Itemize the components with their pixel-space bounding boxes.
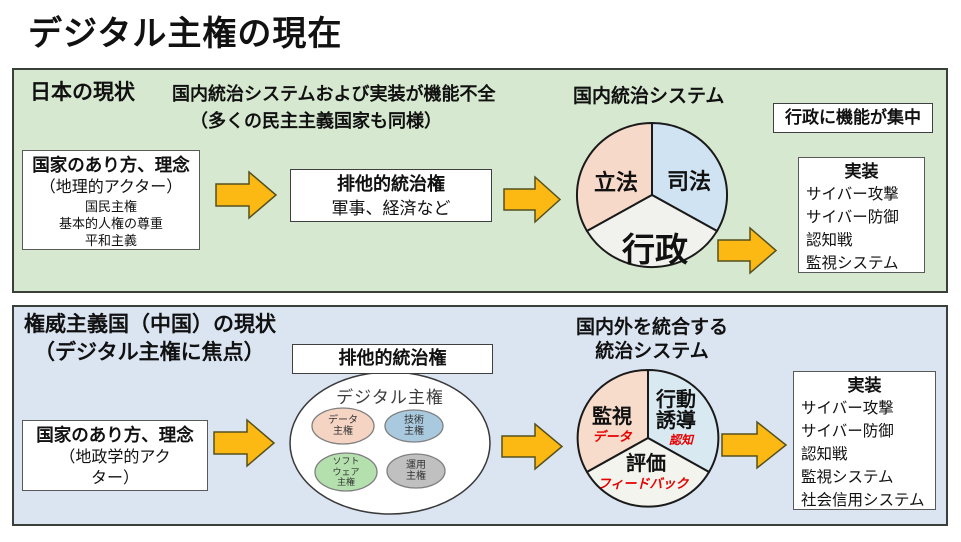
china-pie-sublabel-data: データ xyxy=(592,429,632,444)
china-pie-title-line1: 国内外を統合する xyxy=(575,317,729,338)
japan-subtitle-line2: （多くの民主主義国家も同様） xyxy=(190,111,442,131)
page-title: デジタル主権の現在 xyxy=(28,14,343,54)
operation-sovereignty-label: 運用 主権 xyxy=(406,460,426,482)
flow-arrow-icon xyxy=(721,420,788,470)
china-ideals-box: 国家のあり方、理念 （地政学的アク ター） xyxy=(22,420,208,491)
china-impl-item: 認知戦 xyxy=(801,446,848,463)
japan-impl-item: 監視システム xyxy=(806,255,899,272)
china-heading: 権威主義国（中国）の現状 xyxy=(24,313,276,336)
japan-pie-slice-executive xyxy=(585,193,719,269)
china-pie-title-line2: 統治システム xyxy=(595,341,709,362)
software-sovereignty-bubble xyxy=(314,452,378,492)
japan-ideals-item: 平和主義 xyxy=(84,233,137,248)
flow-arrow-icon xyxy=(501,422,564,471)
china-pie-slice-surveillance xyxy=(576,368,649,474)
china-pie-label-behavior-line2: 誘導 xyxy=(656,408,696,432)
digital-sovereignty-label: デジタル主権 xyxy=(336,388,444,407)
data-sovereignty-label: データ 主権 xyxy=(328,415,358,437)
japan-note-box: 行政に機能が集中 xyxy=(773,103,933,133)
china-pie-label-behavior-line1: 行動 xyxy=(656,387,696,411)
china-impl-title: 実装 xyxy=(847,376,882,395)
japan-pie-slice-legislative xyxy=(576,121,653,233)
japan-ideals-item: 基本的人権の尊重 xyxy=(58,216,163,231)
japan-ideals-box: 国家のあり方、理念 （地理的アクター） 国民主権 基本的人権の尊重 平和主義 xyxy=(22,150,200,250)
japan-exclusive-box: 排他的統治権 軍事、経済など xyxy=(290,169,492,222)
japan-impl-box: 実装 サイバー攻撃 サイバー防御 認知戦 監視システム xyxy=(798,157,925,273)
china-pie-slice-evaluation xyxy=(585,436,711,508)
china-exclusive-box: 排他的統治権 xyxy=(292,344,493,374)
china-pie-label-evaluation: 評価 xyxy=(626,451,666,475)
flow-arrow-icon xyxy=(215,170,278,220)
japan-exclusive-title: 排他的統治権 xyxy=(337,174,445,194)
china-impl-item: サイバー防御 xyxy=(801,423,894,440)
tech-sovereignty-bubble xyxy=(384,409,444,443)
china-ideals-title: 国家のあり方、理念 xyxy=(36,425,194,445)
japan-impl-item: 認知戦 xyxy=(806,232,853,249)
japan-pie-label-executive: 行政 xyxy=(622,230,688,269)
software-sovereignty-label: ソフト ウェア 主権 xyxy=(332,456,360,487)
china-impl-item: サイバー攻撃 xyxy=(801,400,894,417)
japan-impl-item: サイバー防御 xyxy=(806,209,899,226)
tech-sovereignty-label: 技術 主権 xyxy=(404,415,424,437)
japan-pie-slice-judicial xyxy=(651,121,728,233)
japan-exclusive-subtitle: 軍事、経済など xyxy=(331,199,451,218)
japan-impl-item: サイバー攻撃 xyxy=(806,186,899,203)
china-pie-sublabel-feedback: フィードバック xyxy=(597,476,689,491)
china-impl-item: 監視システム xyxy=(801,469,894,486)
japan-impl-title: 実装 xyxy=(844,162,879,181)
flow-arrow-icon xyxy=(717,226,778,275)
china-impl-item: 社会信用システム xyxy=(801,492,925,509)
flow-arrow-icon xyxy=(503,175,562,224)
japan-pie-title: 国内統治システム xyxy=(573,86,725,107)
china-pie-label-surveillance: 監視 xyxy=(592,404,632,428)
data-sovereignty-bubble xyxy=(311,407,375,445)
china-impl-box: 実装 サイバー攻撃 サイバー防御 認知戦 監視システム 社会信用システム xyxy=(793,371,936,510)
japan-heading: 日本の現状 xyxy=(30,81,135,104)
operation-sovereignty-bubble xyxy=(386,453,446,489)
japan-pie-label-judicial: 司法 xyxy=(666,169,712,195)
japan-ideals-subtitle: （地理的アクター） xyxy=(39,179,183,196)
china-subheading: （デジタル主権に焦点） xyxy=(34,341,265,364)
japan-subtitle-line1: 国内統治システムおよび実装が機能不全 xyxy=(172,84,496,104)
japan-ideals-item: 国民主権 xyxy=(84,199,137,214)
japan-ideals-title: 国家のあり方、理念 xyxy=(32,155,190,175)
china-pie-slice-behavior xyxy=(647,368,720,474)
flow-arrow-icon xyxy=(213,418,276,468)
china-pie-sublabel-cognition: 認知 xyxy=(668,433,694,447)
china-ideals-subtitle-line2: ター） xyxy=(90,470,139,487)
japan-pie-label-legislative: 立法 xyxy=(593,170,639,196)
china-ideals-subtitle-line1: （地政学的アク xyxy=(59,449,171,466)
